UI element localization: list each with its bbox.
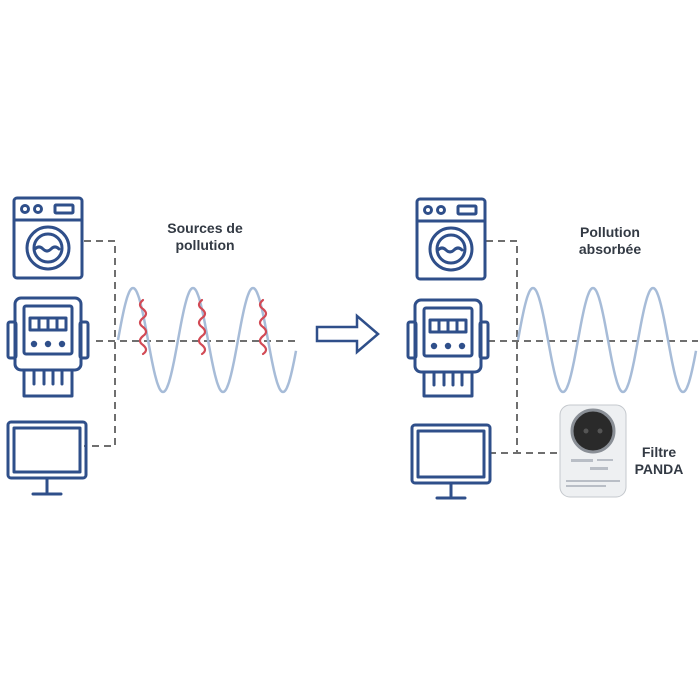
monitor-icon — [410, 423, 492, 500]
right-panel — [406, 197, 698, 500]
pollution-absorbee-line1: Pollution — [580, 224, 640, 240]
socket-icon — [570, 408, 616, 454]
pollution-noise — [138, 298, 268, 356]
washing-machine-icon — [12, 196, 84, 280]
signal-wave-clean — [516, 286, 698, 394]
filtre-panda-line1: Filtre — [641, 444, 677, 460]
left-panel — [6, 196, 298, 496]
noise-squiggle — [197, 298, 207, 356]
washing-machine-icon — [415, 197, 487, 281]
filtre-panda-label: Filtre PANDA — [627, 444, 691, 478]
pollution-absorbee-line2: absorbée — [578, 241, 642, 257]
panda-filter-plug — [559, 404, 627, 498]
noise-squiggle — [138, 298, 148, 356]
right-wiring — [486, 240, 698, 454]
filtre-panda-line2: PANDA — [634, 461, 684, 477]
noise-squiggle — [258, 298, 268, 356]
left-wiring — [84, 240, 298, 447]
electric-meter-icon — [6, 296, 90, 398]
sources-pollution-line1: Sources de — [167, 220, 243, 236]
sources-pollution-label: Sources de pollution — [150, 220, 260, 254]
right-arrow-icon — [315, 313, 380, 355]
electric-meter-icon — [406, 298, 490, 398]
pollution-absorbee-label: Pollution absorbée — [560, 224, 660, 258]
sources-pollution-line2: pollution — [175, 237, 235, 253]
monitor-icon — [6, 420, 88, 496]
